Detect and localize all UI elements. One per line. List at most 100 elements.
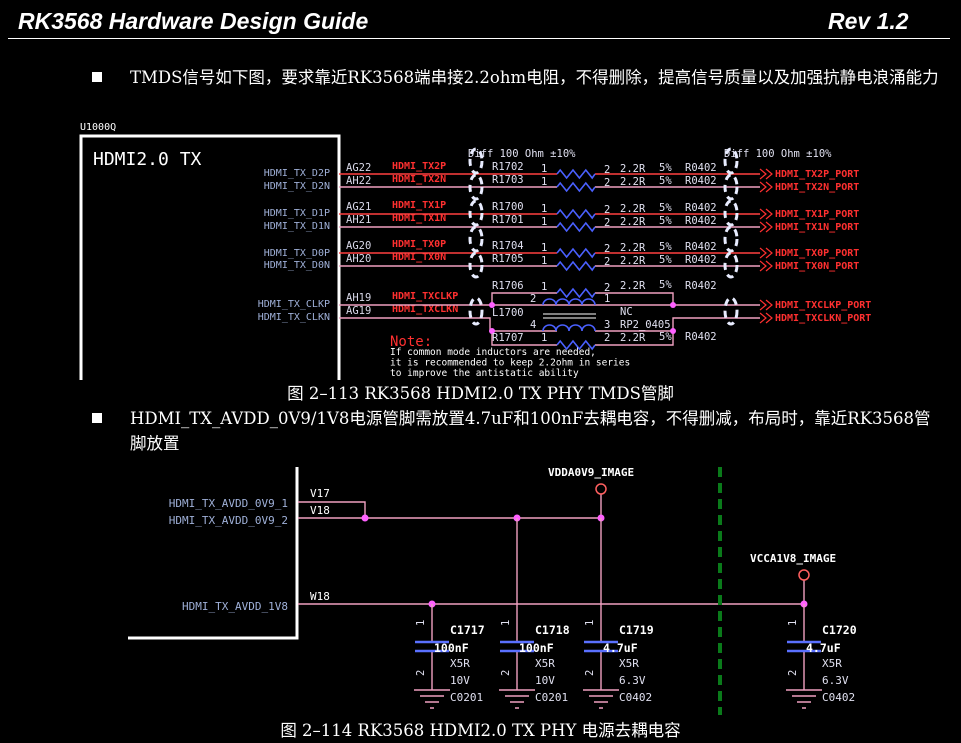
power-port-icon [798, 569, 810, 581]
junction-dot [670, 302, 676, 308]
resistor-value: 2.2R [620, 242, 646, 254]
capacitor-ref: C1717 [450, 623, 485, 637]
capacitor-voltage: 6.3V [619, 674, 646, 687]
port-label: HDMI_TXCLKN_PORT [775, 313, 871, 324]
power-rail-label: VDDA0V9_IMAGE [548, 466, 634, 479]
net-label: HDMI_TX0P [392, 239, 446, 250]
ball-number: AG19 [346, 305, 371, 317]
pin-name: HDMI_TX_AVDD_0V9_1 [169, 497, 288, 510]
pin-number: 1 [541, 332, 547, 344]
junction-dot [489, 328, 495, 334]
note-line: If common mode inductors are needed, [390, 347, 596, 358]
note-line: to improve the antistatic ability [390, 368, 579, 379]
ball-number: AH20 [346, 253, 371, 265]
diff-pair-marker [723, 225, 739, 253]
capacitor-dielectric: X5R [619, 657, 639, 670]
capacitor-ref: C1719 [619, 623, 654, 637]
chip-symbol-outline [79, 134, 341, 380]
resistor-ref: R1707 [492, 332, 524, 344]
pin-name: HDMI_TX_D2N [264, 181, 330, 192]
capacitor-symbol [787, 640, 821, 653]
diff-pair-marker [468, 173, 484, 201]
net-label: HDMI_TXCLKP [392, 291, 458, 302]
pin-number: 1 [541, 203, 547, 215]
resistor-ref: R1700 [492, 201, 524, 213]
net-label: HDMI_TX0N [392, 252, 446, 263]
net-label: HDMI_TX1P [392, 200, 446, 211]
resistor-tolerance: 5% [659, 215, 672, 227]
junction-dot [670, 328, 676, 334]
ball-number: AG21 [346, 201, 371, 213]
bullet-icon [92, 413, 102, 423]
pin-name: HDMI_TX_CLKP [258, 299, 330, 310]
power-port-icon [595, 483, 607, 495]
resistor-package: R0402 [685, 175, 717, 187]
capacitor-package: C0201 [450, 691, 483, 704]
diff-pair-marker [468, 296, 484, 326]
pin-number: 1 [541, 281, 547, 293]
resistor-value: 2.2R [620, 163, 646, 175]
capacitor-dielectric: X5R [450, 657, 470, 670]
ball-number: V17 [310, 487, 330, 500]
resistor-package: R0402 [685, 162, 717, 174]
inductor-ref: L1700 [492, 307, 524, 319]
pin-name: HDMI_TX_CLKN [258, 312, 330, 323]
bypass-wire [491, 292, 674, 346]
power-rail-label: VCCA1V8_IMAGE [750, 552, 836, 565]
inductor-core [543, 313, 596, 319]
pin-number: 1 [541, 242, 547, 254]
pin-number: 1 [541, 176, 547, 188]
diff-pair-marker [468, 225, 484, 253]
capacitor-ref: C1718 [535, 623, 570, 637]
capacitor-voltage: 6.3V [822, 674, 849, 687]
pin-number: 1 [584, 620, 596, 626]
resistor-value: 2.2R [620, 332, 646, 344]
resistor-ref: R1701 [492, 214, 524, 226]
inductor-coil [542, 298, 596, 306]
resistor-tolerance: 5% [659, 241, 672, 253]
resistor-symbol [556, 221, 596, 233]
doc-revision: Rev 1.2 [828, 8, 909, 34]
resistor-package: R0402 [685, 215, 717, 227]
pin-number: 2 [584, 670, 596, 676]
resistor-value: 2.2R [620, 176, 646, 188]
diff-pair-marker [468, 199, 484, 227]
port-arrow-icon [759, 208, 773, 220]
inductor-package: RP2_0405 [620, 319, 671, 331]
capacitor-symbol [584, 640, 618, 653]
capacitor-value: 4.7uF [603, 641, 638, 655]
pin-number: 2 [604, 164, 610, 176]
capacitor-package: C0402 [619, 691, 652, 704]
pin-number: 1 [787, 620, 799, 626]
pin-name: HDMI_TX_D2P [264, 168, 330, 179]
port-arrow-icon [759, 168, 773, 180]
ball-number: AH22 [346, 175, 371, 187]
pin-number: 2 [604, 282, 610, 294]
pin-number: 2 [787, 670, 799, 676]
ground-icon [414, 689, 450, 709]
port-arrow-icon [759, 260, 773, 272]
ball-number: AG20 [346, 240, 371, 252]
pin-name: HDMI_TX_D1P [264, 208, 330, 219]
ball-number: AH19 [346, 292, 371, 304]
power-wire [298, 494, 805, 605]
port-label: HDMI_TXCLKP_PORT [775, 300, 871, 311]
capacitor-value: 100nF [519, 641, 554, 655]
pin-number: 2 [604, 243, 610, 255]
port-arrow-icon [759, 312, 773, 324]
resistor-ref: R1706 [492, 280, 524, 292]
chip-block-title: HDMI2.0 TX [93, 149, 202, 170]
port-arrow-icon [759, 181, 773, 193]
resistor-tolerance: 5% [659, 279, 672, 291]
resistor-tolerance: 5% [659, 162, 672, 174]
pin-number: 1 [415, 620, 427, 626]
resistor-package: R0402 [685, 202, 717, 214]
pin-number: 4 [530, 319, 536, 331]
resistor-package: R0402 [685, 254, 717, 266]
diff-pair-marker [723, 173, 739, 201]
inductor-value: NC [620, 306, 633, 318]
resistor-symbol [556, 168, 596, 180]
bullet-icon [92, 72, 102, 82]
capacitor-ref: C1720 [822, 623, 857, 637]
